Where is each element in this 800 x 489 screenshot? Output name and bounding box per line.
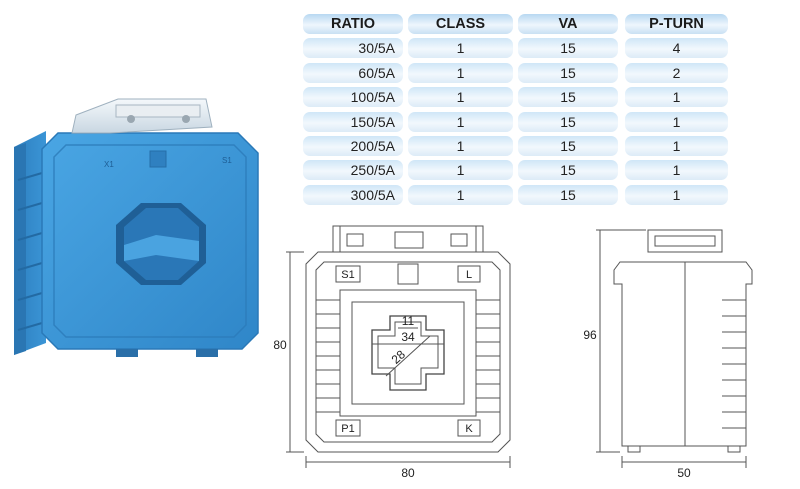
terminal-label-p1: P1 bbox=[341, 423, 354, 435]
class-cell: 1 bbox=[408, 62, 513, 83]
terminal-label-l: L bbox=[466, 269, 472, 281]
table-row: 150/5A 1 15 1 bbox=[303, 110, 728, 134]
class-cell: 1 bbox=[408, 135, 513, 156]
class-cell: 1 bbox=[408, 38, 513, 59]
header-p-turn: P-TURN bbox=[625, 14, 728, 34]
va-cell: 15 bbox=[518, 184, 618, 205]
p-turn-cell: 1 bbox=[625, 160, 728, 181]
dim-window: 34 bbox=[401, 330, 415, 344]
dim-front-height: 80 bbox=[273, 338, 287, 352]
spec-table: RATIO CLASS VA P-TURN 30/5A 1 15 4 60/5A… bbox=[303, 12, 728, 207]
class-cell: 1 bbox=[408, 160, 513, 181]
table-row: 200/5A 1 15 1 bbox=[303, 134, 728, 158]
dim-side-width: 50 bbox=[677, 466, 691, 480]
header-va: VA bbox=[518, 14, 618, 34]
dim-side-height: 96 bbox=[583, 328, 597, 342]
p-turn-cell: 4 bbox=[625, 38, 728, 59]
transformer-photo: X1 S1 bbox=[14, 98, 259, 357]
table-row: 100/5A 1 15 1 bbox=[303, 85, 728, 109]
class-cell: 1 bbox=[408, 87, 513, 108]
va-cell: 15 bbox=[518, 38, 618, 59]
terminal-label-s1: S1 bbox=[341, 269, 354, 281]
ratio-cell: 150/5A bbox=[303, 111, 403, 132]
terminal-label-k: K bbox=[465, 423, 473, 435]
va-cell: 15 bbox=[518, 135, 618, 156]
va-cell: 15 bbox=[518, 87, 618, 108]
table-row: 300/5A 1 15 1 bbox=[303, 183, 728, 207]
va-cell: 15 bbox=[518, 160, 618, 181]
ratio-cell: 100/5A bbox=[303, 87, 403, 108]
dim-bar-width: 11 bbox=[402, 314, 415, 328]
ratio-cell: 300/5A bbox=[303, 184, 403, 205]
table-row: 60/5A 1 15 2 bbox=[303, 61, 728, 85]
va-cell: 15 bbox=[518, 111, 618, 132]
table-header-row: RATIO CLASS VA P-TURN bbox=[303, 12, 728, 36]
table-row: 30/5A 1 15 4 bbox=[303, 36, 728, 60]
ratio-cell: 30/5A bbox=[303, 38, 403, 59]
header-class: CLASS bbox=[408, 14, 513, 34]
dim-front-width: 80 bbox=[401, 466, 415, 480]
class-cell: 1 bbox=[408, 111, 513, 132]
ratio-cell: 200/5A bbox=[303, 135, 403, 156]
p-turn-cell: 2 bbox=[625, 62, 728, 83]
va-cell: 15 bbox=[518, 62, 618, 83]
p-turn-cell: 1 bbox=[625, 111, 728, 132]
ratio-cell: 60/5A bbox=[303, 62, 403, 83]
svg-text:S1: S1 bbox=[222, 156, 232, 165]
dim-diagonal: 28 bbox=[389, 347, 409, 367]
p-turn-cell: 1 bbox=[625, 135, 728, 156]
header-ratio: RATIO bbox=[303, 14, 403, 34]
table-row: 250/5A 1 15 1 bbox=[303, 158, 728, 182]
p-turn-cell: 1 bbox=[625, 87, 728, 108]
class-cell: 1 bbox=[408, 184, 513, 205]
ratio-cell: 250/5A bbox=[303, 160, 403, 181]
svg-text:X1: X1 bbox=[104, 160, 114, 169]
p-turn-cell: 1 bbox=[625, 184, 728, 205]
